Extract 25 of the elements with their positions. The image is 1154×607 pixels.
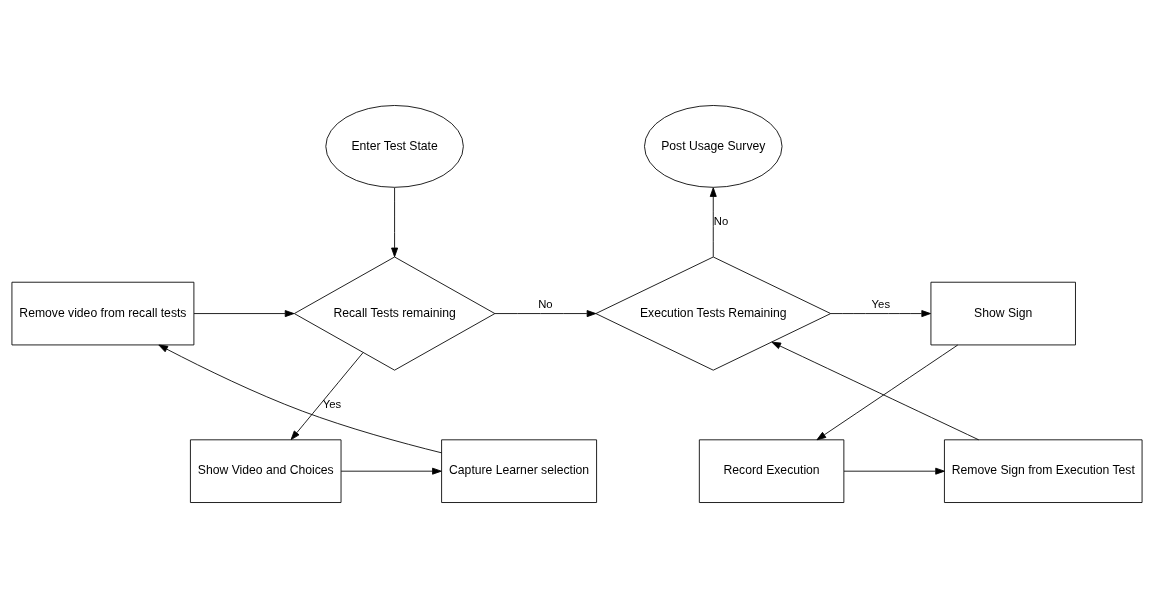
node-box: Show Video and Choices <box>189 438 342 503</box>
node-ellipse: Post Usage Survey <box>644 104 783 188</box>
arrow <box>816 344 959 440</box>
arrow <box>843 467 945 475</box>
arrow <box>158 344 442 453</box>
node-diamond: Recall Tests remaining <box>293 256 496 371</box>
edge-label: No <box>713 214 729 227</box>
edge-label: No <box>538 297 553 310</box>
node-box: Record Execution <box>698 438 845 503</box>
node-box: Remove video from recall tests <box>11 281 195 345</box>
node-box: Remove Sign from Execution Test <box>944 438 1143 503</box>
node-diamond: Execution Tests Remaining <box>595 256 832 371</box>
edge-label: Yes <box>322 397 342 410</box>
arrow <box>290 351 364 440</box>
arrow <box>340 467 442 475</box>
arrow <box>709 186 717 257</box>
arrow <box>391 186 399 257</box>
arrow <box>771 341 980 440</box>
arrow <box>830 309 931 317</box>
node-ellipse: Enter Test State <box>325 104 464 188</box>
arrow <box>193 309 295 317</box>
arrow <box>494 309 597 317</box>
node-box: Show Sign <box>930 281 1076 345</box>
edge-label: Yes <box>871 297 891 310</box>
node-box: Capture Learner selection <box>441 438 598 503</box>
